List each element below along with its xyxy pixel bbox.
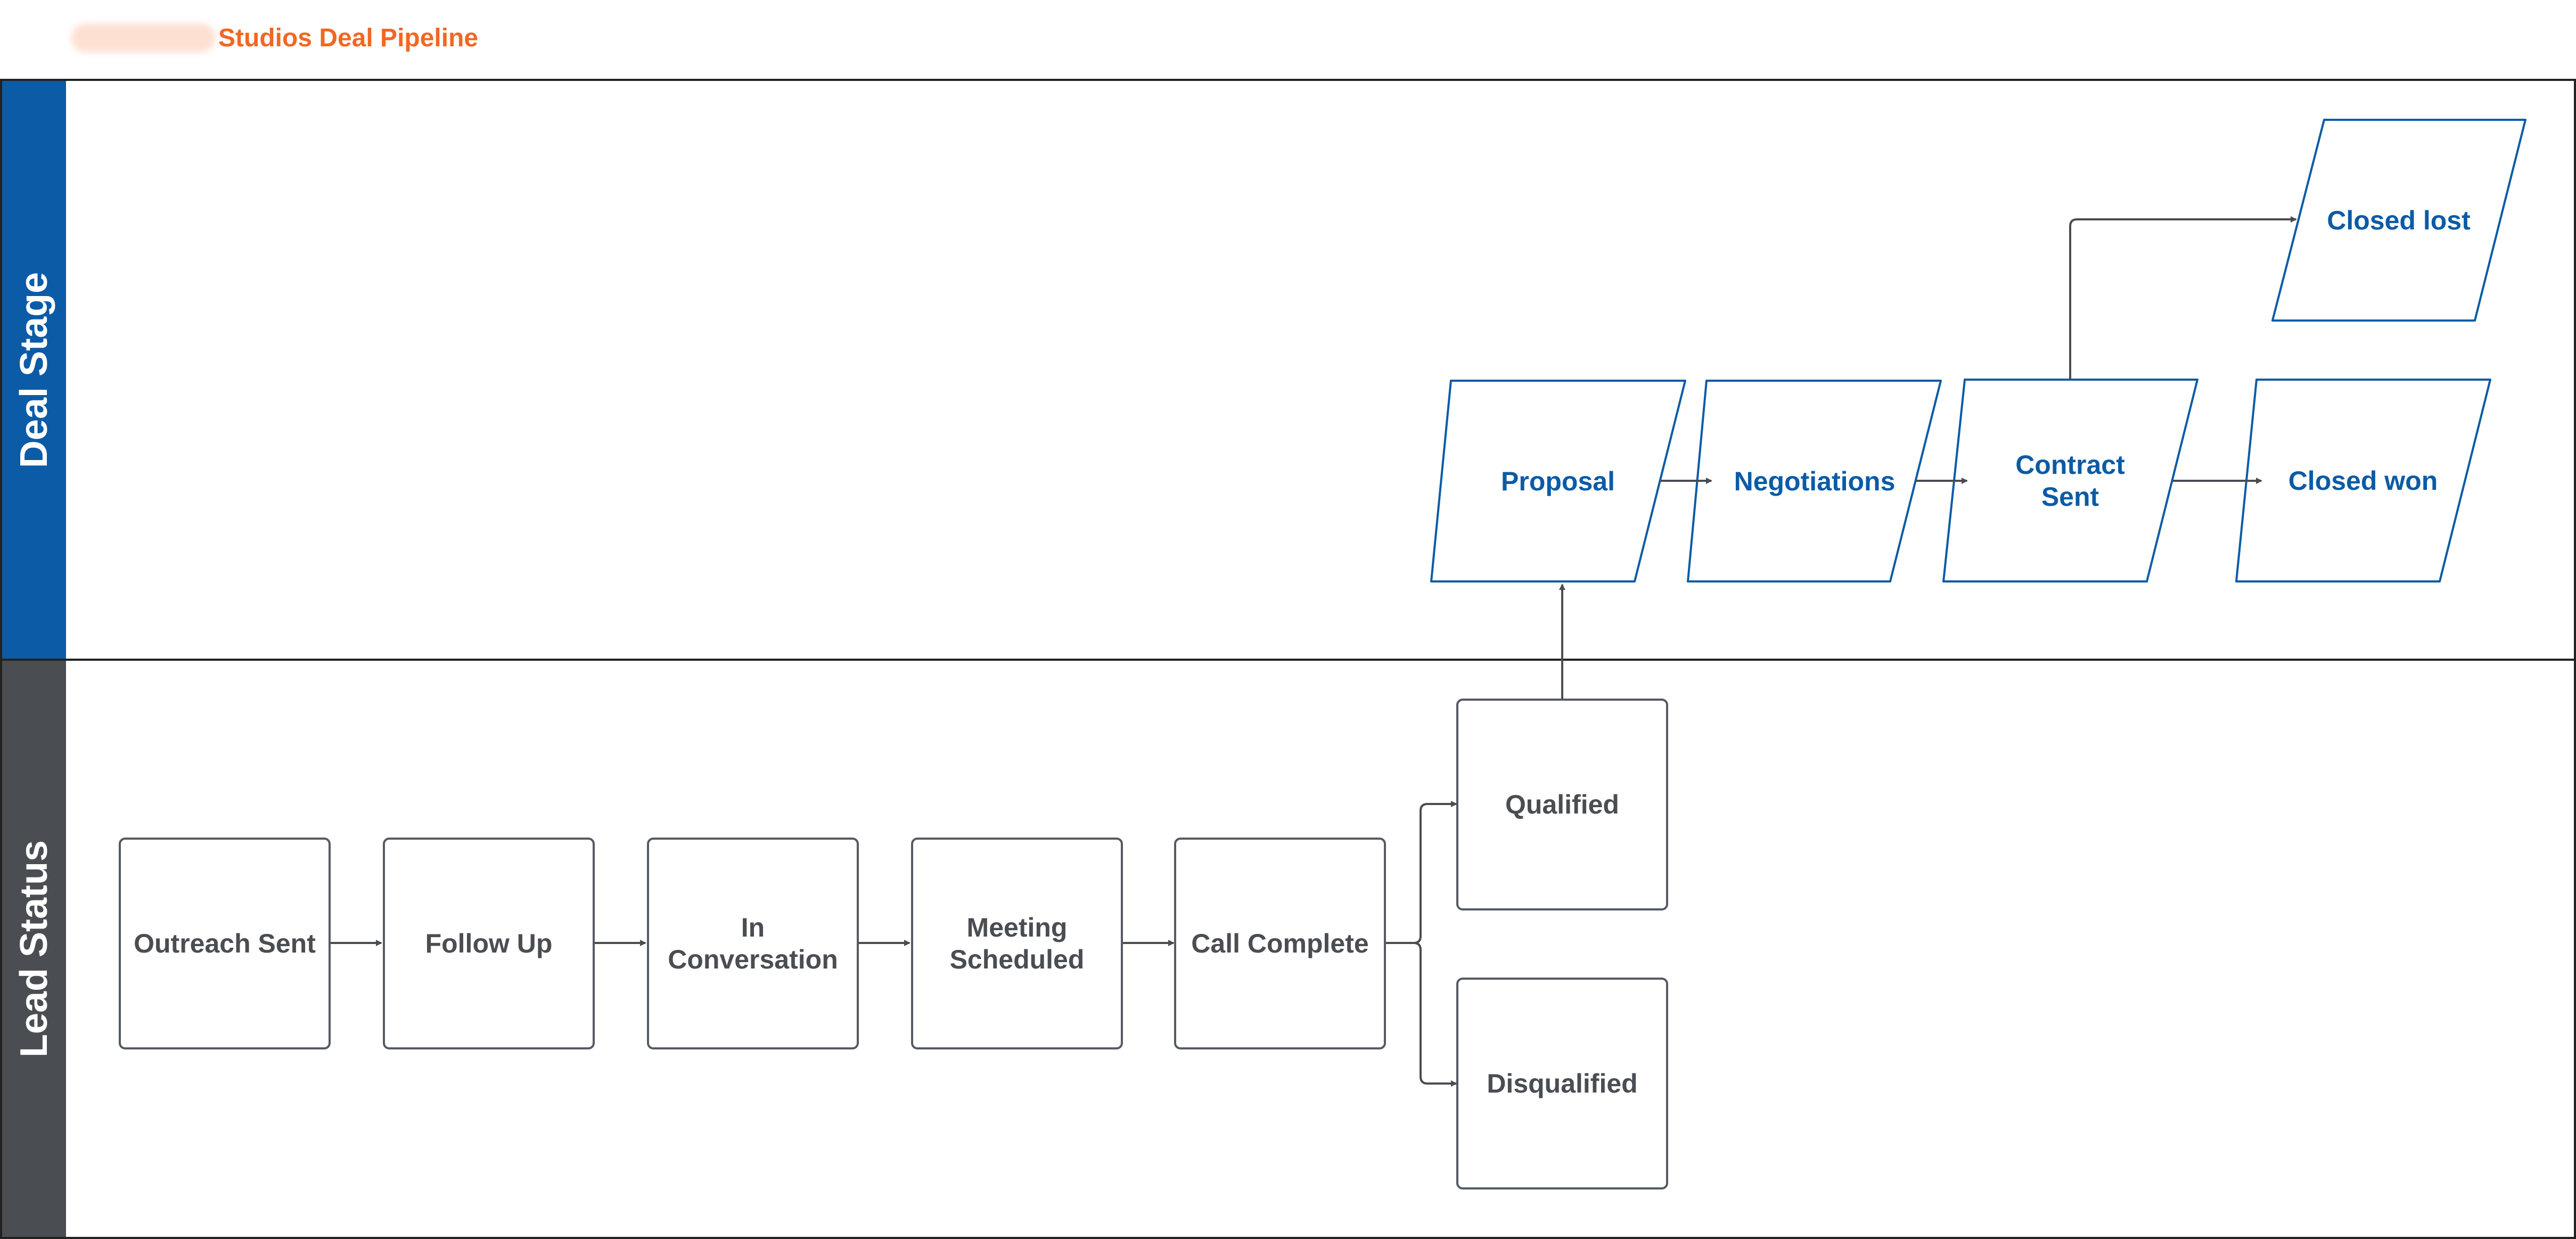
contract-sent-node[interactable]: Contract Sent (1964, 380, 2177, 581)
deal-stage-lane-header: Deal Stage (2, 81, 66, 659)
lead-status-lane: Lead Status (0, 659, 2576, 1239)
closed-won-label: Closed won (2288, 465, 2438, 496)
follow-up-node[interactable]: Follow Up (383, 838, 595, 1049)
meeting-scheduled-node[interactable]: Meeting Scheduled (911, 838, 1123, 1049)
arrow-contract-to-closed-lost (2069, 216, 2297, 380)
arrow-call-to-qualified (1386, 801, 1457, 944)
contract-sent-shape[interactable] (1942, 379, 2198, 582)
arrow-call-to-disqualified (1386, 942, 1457, 1087)
qualified-node[interactable]: Qualified (1456, 699, 1668, 910)
outreach-sent-label: Outreach Sent (134, 929, 316, 958)
call-complete-node[interactable]: Call Complete (1174, 838, 1386, 1049)
negotiations-node[interactable]: Negotiations (1708, 381, 1921, 581)
diagram-title: Studios Deal Pipeline (218, 24, 479, 52)
closed-won-node[interactable]: Closed won (2257, 380, 2470, 581)
closed-lost-label: Closed lost (2327, 205, 2471, 235)
lead-status-lane-header: Lead Status (2, 661, 66, 1237)
closed-lost-node[interactable]: Closed lost (2292, 120, 2505, 321)
closed-won-shape[interactable] (2235, 379, 2491, 582)
proposal-label: Proposal (1501, 466, 1615, 496)
proposal-shape[interactable] (1430, 380, 1686, 582)
redacted-company-name (71, 23, 215, 52)
negotiations-shape[interactable] (1687, 380, 1942, 582)
outreach-sent-node[interactable]: Outreach Sent (119, 838, 331, 1049)
disqualified-label: Disqualified (1487, 1069, 1638, 1098)
in-conversation-node[interactable]: In Conversation (647, 838, 859, 1049)
contract-sent-label: Contract Sent (2015, 449, 2125, 512)
negotiations-label: Negotiations (1734, 466, 1896, 496)
follow-up-label: Follow Up (425, 929, 553, 958)
proposal-node[interactable]: Proposal (1451, 381, 1664, 581)
closed-lost-shape[interactable] (2271, 119, 2526, 322)
in-conversation-label: In Conversation (668, 913, 838, 974)
meeting-scheduled-label: Meeting Scheduled (949, 913, 1085, 974)
disqualified-node[interactable]: Disqualified (1456, 978, 1668, 1189)
call-complete-label: Call Complete (1191, 929, 1369, 958)
qualified-label: Qualified (1505, 790, 1619, 819)
